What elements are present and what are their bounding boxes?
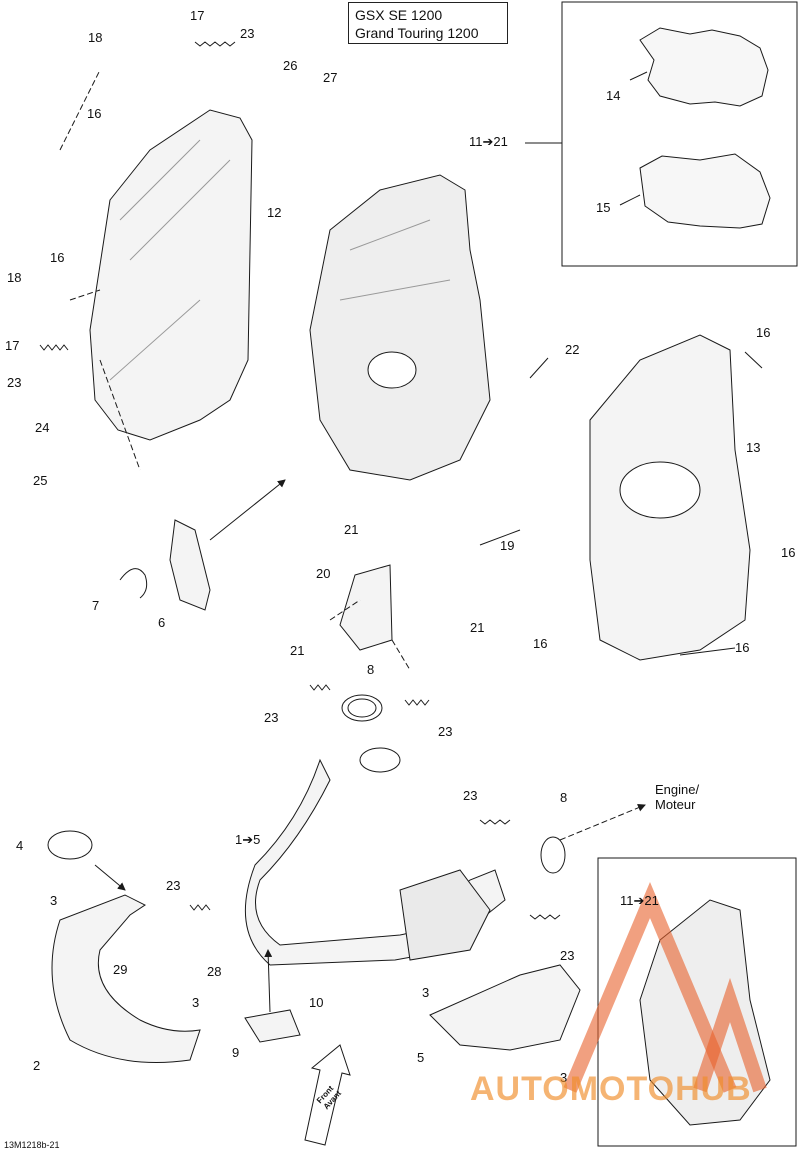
callout-18a: 18 (88, 30, 103, 45)
spring-23b (39, 344, 69, 351)
callout-24: 24 (35, 420, 50, 435)
muffler-11-21 (309, 174, 491, 481)
plate-15 (639, 153, 771, 229)
callout-23b: 23 (7, 375, 22, 390)
callout-3d: 3 (560, 1070, 568, 1085)
callout-14: 14 (606, 88, 621, 103)
callout-16d: 16 (781, 545, 796, 560)
callout-21c: 21 (290, 643, 305, 658)
model-title-box: GSX SE 1200 Grand Touring 1200 (348, 2, 508, 44)
callout-11-21-inset: 11➔21 (620, 893, 659, 908)
callout-9: 9 (232, 1045, 240, 1060)
watermark-logo (563, 881, 767, 1093)
callout-16b: 16 (50, 250, 65, 265)
callout-8a: 8 (367, 662, 375, 677)
gasket-14 (639, 27, 769, 107)
ring-8b (540, 836, 566, 874)
callout-3b: 3 (192, 995, 200, 1010)
callout-26: 26 (283, 58, 298, 73)
spring-23c (309, 684, 331, 691)
callout-2: 2 (33, 1058, 41, 1073)
callout-23c: 23 (264, 710, 279, 725)
callout-23e: 23 (463, 788, 478, 803)
callout-4: 4 (16, 838, 24, 853)
callout-25: 25 (33, 473, 48, 488)
engine-label-line1: Engine/ (655, 782, 700, 797)
callout-3a: 3 (50, 893, 58, 908)
callout-22: 22 (565, 342, 580, 357)
spring-23f (189, 904, 211, 911)
inset-box-heat-shields (561, 1, 798, 267)
muffler-outlet (367, 351, 417, 389)
callout-23d: 23 (438, 724, 453, 739)
clamp-4 (47, 830, 93, 860)
clip-7 (119, 568, 148, 599)
callout-10: 10 (309, 995, 324, 1010)
callout-16c: 16 (756, 325, 771, 340)
spring-23e (479, 819, 511, 825)
callout-7: 7 (92, 598, 100, 613)
front-arrow (304, 1044, 351, 1146)
engine-label: Engine/ Moteur (655, 782, 699, 812)
callout-13: 13 (746, 440, 761, 455)
callout-11-21-top: 11➔21 (469, 134, 508, 149)
shield-6 (169, 519, 211, 611)
engine-label-line2: Moteur (655, 797, 696, 812)
callout-19: 19 (500, 538, 515, 553)
bracket-9 (244, 1009, 301, 1043)
callout-5: 5 (417, 1050, 425, 1065)
callout-16e: 16 (533, 636, 548, 651)
callout-8b: 8 (560, 790, 568, 805)
spring-23a (194, 41, 236, 47)
inset-box-muffler-view (597, 857, 797, 1147)
callout-20: 20 (316, 566, 331, 581)
callout-21b: 21 (470, 620, 485, 635)
callout-27: 27 (323, 70, 338, 85)
callout-21a: 21 (344, 522, 359, 537)
callout-15: 15 (596, 200, 611, 215)
callout-6: 6 (158, 615, 166, 630)
callout-18b: 18 (7, 270, 22, 285)
model-title-line2: Grand Touring 1200 (355, 25, 479, 41)
callout-12: 12 (267, 205, 282, 220)
callout-23a: 23 (240, 26, 255, 41)
cover-12 (89, 109, 253, 441)
callout-16f: 16 (735, 640, 750, 655)
callout-17b: 17 (5, 338, 20, 353)
callout-29: 29 (113, 962, 128, 977)
callout-17a: 17 (190, 8, 205, 23)
bracket-20 (339, 564, 393, 651)
spring-23g (529, 914, 561, 920)
callout-23g: 23 (560, 948, 575, 963)
callout-1-5: 1➔5 (235, 832, 261, 847)
model-title-line1: GSX SE 1200 (355, 7, 443, 23)
ring-8a (341, 694, 383, 722)
catalyst (399, 869, 491, 961)
watermark-text: AUTOMOTOHUB (470, 1070, 752, 1108)
callout-28: 28 (207, 964, 222, 979)
callout-16a: 16 (87, 106, 102, 121)
callout-3c: 3 (422, 985, 430, 1000)
spring-23d (404, 699, 430, 706)
diagram-code: 13M1218b-21 (4, 1140, 60, 1150)
heat-shield-2 (51, 894, 201, 1063)
callout-23f: 23 (166, 878, 181, 893)
heat-shield-5 (429, 964, 581, 1051)
